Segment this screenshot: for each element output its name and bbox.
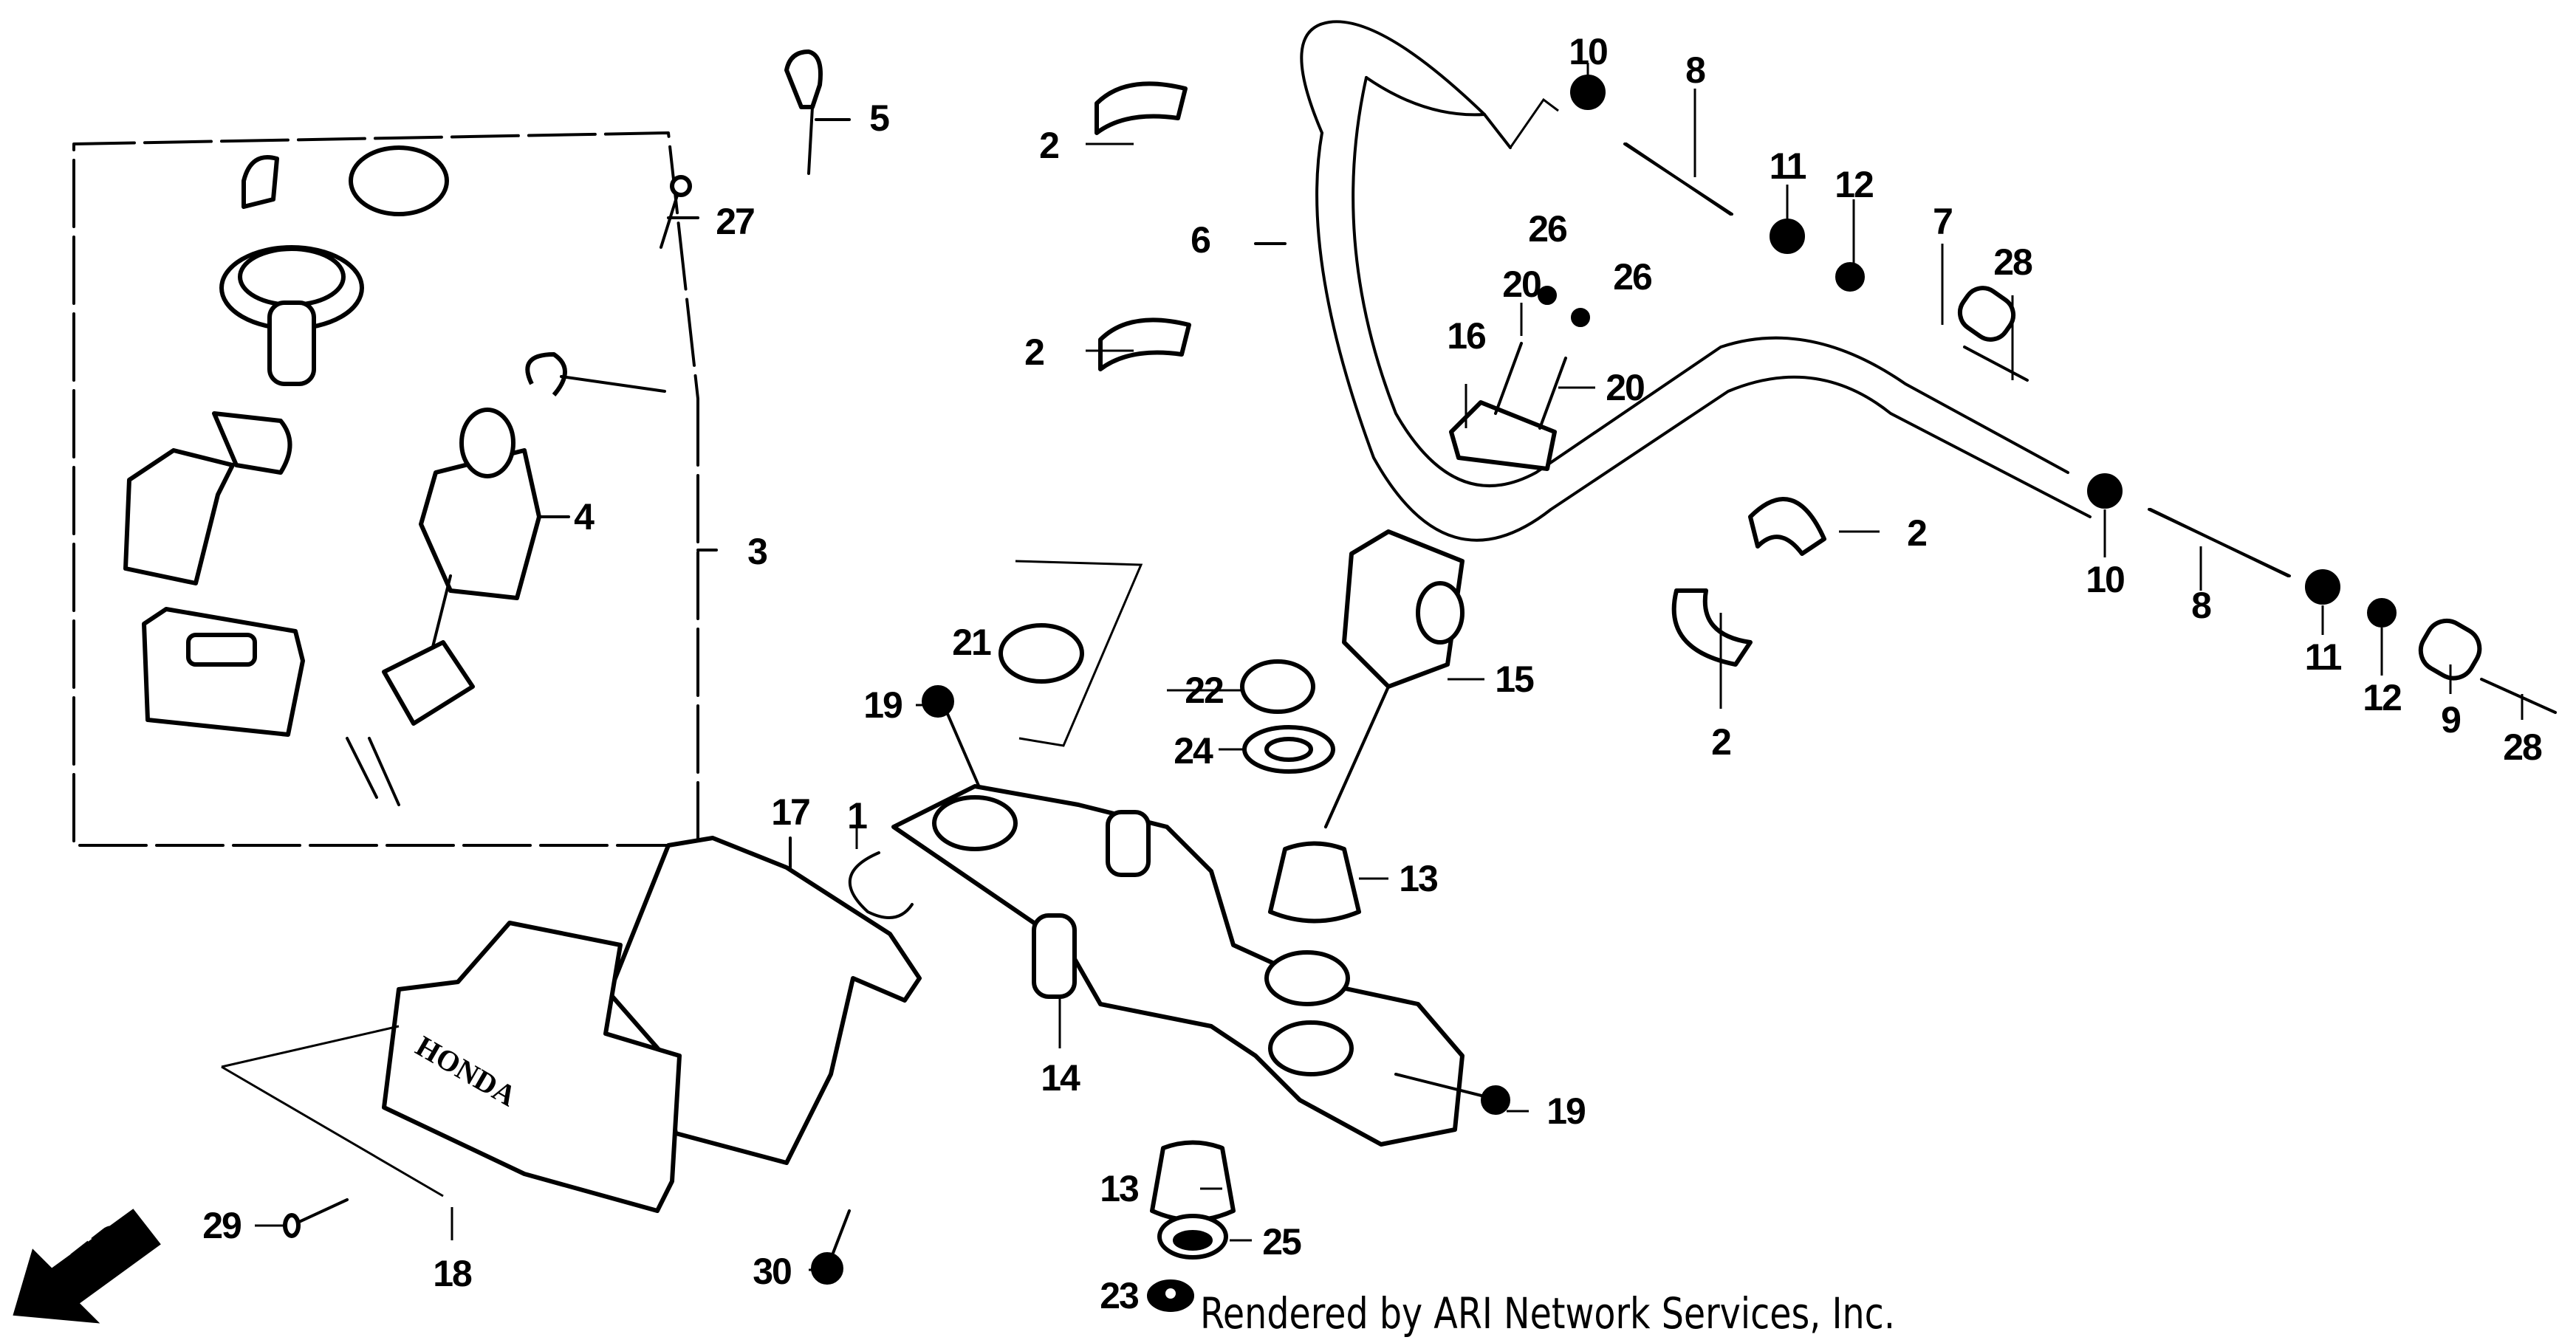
part-handlebar[interactable] xyxy=(1254,20,2092,542)
callout-6[interactable]: 6 xyxy=(1191,219,1211,261)
callout-9[interactable]: 9 xyxy=(2441,699,2462,741)
part-handlebar-holder[interactable] xyxy=(1449,286,1590,471)
callout-25[interactable]: 25 xyxy=(1262,1221,1302,1262)
callout-5[interactable]: 5 xyxy=(869,97,890,139)
callout-29[interactable]: 29 xyxy=(202,1205,242,1246)
callout-10[interactable]: 10 xyxy=(2086,559,2125,600)
callout-12[interactable]: 12 xyxy=(1835,164,1874,205)
callout-21[interactable]: 21 xyxy=(952,622,992,663)
part-seal-25[interactable] xyxy=(1157,1214,1228,1260)
front-arrow-icon xyxy=(13,1209,161,1324)
callout-2[interactable]: 2 xyxy=(1907,512,1928,554)
callout-20[interactable]: 20 xyxy=(1502,264,1542,305)
part-rubber-13-upper[interactable] xyxy=(1268,841,1361,924)
callout-19[interactable]: 19 xyxy=(863,684,903,726)
callout-20[interactable]: 20 xyxy=(1606,367,1645,408)
part-bottom-bridge[interactable] xyxy=(891,784,1465,1147)
callout-10[interactable]: 10 xyxy=(1569,31,1609,72)
ignition-set-outline xyxy=(72,131,718,847)
callout-15[interactable]: 15 xyxy=(1495,659,1535,700)
callout-17[interactable]: 17 xyxy=(771,791,811,833)
part-top-bridge-nuts[interactable] xyxy=(998,560,1335,774)
callout-28[interactable]: 28 xyxy=(2503,726,2543,768)
part-bar-end-hardware-upper[interactable] xyxy=(1570,75,2029,382)
part-clip[interactable] xyxy=(848,851,914,919)
callout-19[interactable]: 19 xyxy=(1546,1090,1586,1132)
part-bolt-30[interactable] xyxy=(811,1209,851,1285)
part-screw-29[interactable] xyxy=(283,1198,349,1238)
callout-1[interactable]: 1 xyxy=(847,795,868,836)
part-seat-lock[interactable] xyxy=(123,411,292,585)
part-wire-clamp[interactable] xyxy=(1095,81,1826,667)
callout-8[interactable]: 8 xyxy=(1685,49,1706,91)
callout-11[interactable]: 11 xyxy=(1769,145,1807,187)
callout-13[interactable]: 13 xyxy=(1100,1168,1140,1209)
callout-2[interactable]: 2 xyxy=(1711,721,1732,763)
callout-2[interactable]: 2 xyxy=(1039,125,1060,166)
callout-12[interactable]: 12 xyxy=(2363,677,2402,718)
callout-23[interactable]: 23 xyxy=(1100,1275,1140,1316)
callout-30[interactable]: 30 xyxy=(753,1251,792,1292)
part-fuel-cap-lock[interactable] xyxy=(219,145,449,386)
callout-26[interactable]: 26 xyxy=(1613,256,1653,298)
callout-14[interactable]: 14 xyxy=(1041,1057,1080,1099)
callout-22[interactable]: 22 xyxy=(1185,670,1224,711)
callout-13[interactable]: 13 xyxy=(1399,858,1439,899)
callout-27[interactable]: 27 xyxy=(716,201,756,242)
part-screw-27[interactable] xyxy=(660,175,699,249)
part-emblem-plate[interactable]: HONDA xyxy=(221,921,682,1213)
callout-2[interactable]: 2 xyxy=(1024,331,1045,373)
part-rubber-13-lower[interactable] xyxy=(1150,1140,1236,1223)
part-bar-end-hardware-lower[interactable] xyxy=(2087,473,2557,714)
part-nut-23[interactable] xyxy=(1147,1279,1194,1312)
part-bolt-19-lower[interactable] xyxy=(1394,1073,1510,1115)
part-lock-cover[interactable] xyxy=(142,607,305,737)
part-ignition-switch[interactable] xyxy=(346,352,666,806)
callout-8[interactable]: 8 xyxy=(2191,585,2212,626)
callout-24[interactable]: 24 xyxy=(1174,730,1213,772)
callout-7[interactable]: 7 xyxy=(1933,201,1953,242)
part-key[interactable] xyxy=(784,49,851,175)
callout-16[interactable]: 16 xyxy=(1447,315,1487,357)
render-credit: Rendered by ARI Network Services, Inc. xyxy=(1200,1288,1895,1339)
callout-18[interactable]: 18 xyxy=(433,1253,473,1294)
callout-11[interactable]: 11 xyxy=(2304,636,2343,678)
part-steering-stem[interactable] xyxy=(1324,529,1465,828)
callout-28[interactable]: 28 xyxy=(1993,241,2033,283)
callout-4[interactable]: 4 xyxy=(574,496,595,537)
leader-lines xyxy=(255,63,2524,1297)
callout-26[interactable]: 26 xyxy=(1528,208,1568,250)
callout-3[interactable]: 3 xyxy=(747,531,768,572)
